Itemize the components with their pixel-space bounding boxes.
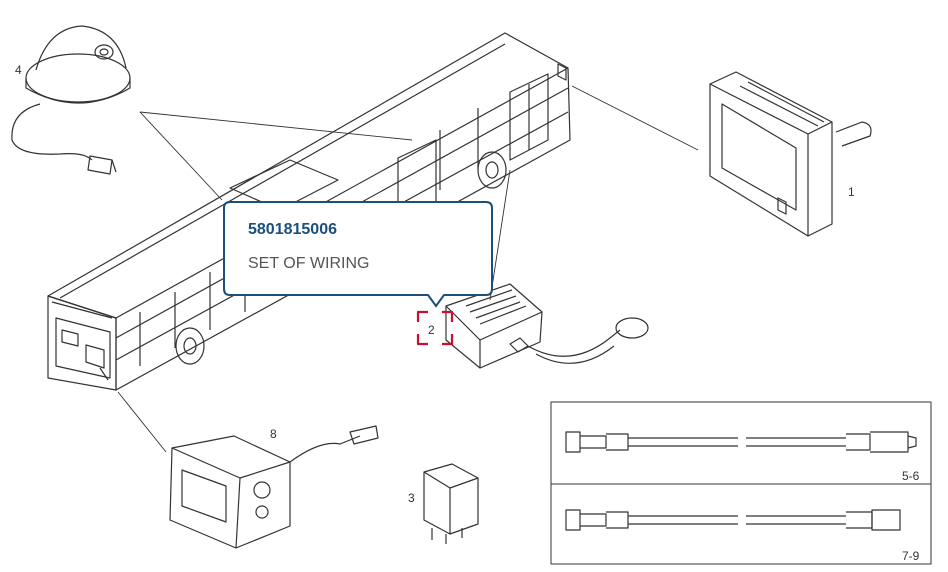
label-monitor: 1 xyxy=(848,185,855,199)
rear-camera xyxy=(169,425,379,549)
part-tooltip: 5801815006 SET OF WIRING xyxy=(222,200,494,308)
label-wiring-box[interactable]: 2 xyxy=(428,323,435,337)
label-relay: 3 xyxy=(408,491,415,505)
label-rear-camera: 8 xyxy=(270,427,277,441)
tooltip-part-number: 5801815006 xyxy=(248,221,337,238)
relay xyxy=(423,463,479,544)
cables-inset xyxy=(550,401,932,565)
monitor xyxy=(709,71,872,237)
tooltip-frame xyxy=(223,201,493,308)
label-cable-7-9: 7-9 xyxy=(902,549,920,563)
label-dome-camera: 4 xyxy=(15,63,22,77)
label-cable-5-6: 5-6 xyxy=(902,469,920,483)
leader-lines xyxy=(117,85,699,453)
dome-camera xyxy=(11,25,131,175)
tooltip-description: SET OF WIRING xyxy=(248,255,370,272)
highlight-bracket xyxy=(416,310,454,346)
